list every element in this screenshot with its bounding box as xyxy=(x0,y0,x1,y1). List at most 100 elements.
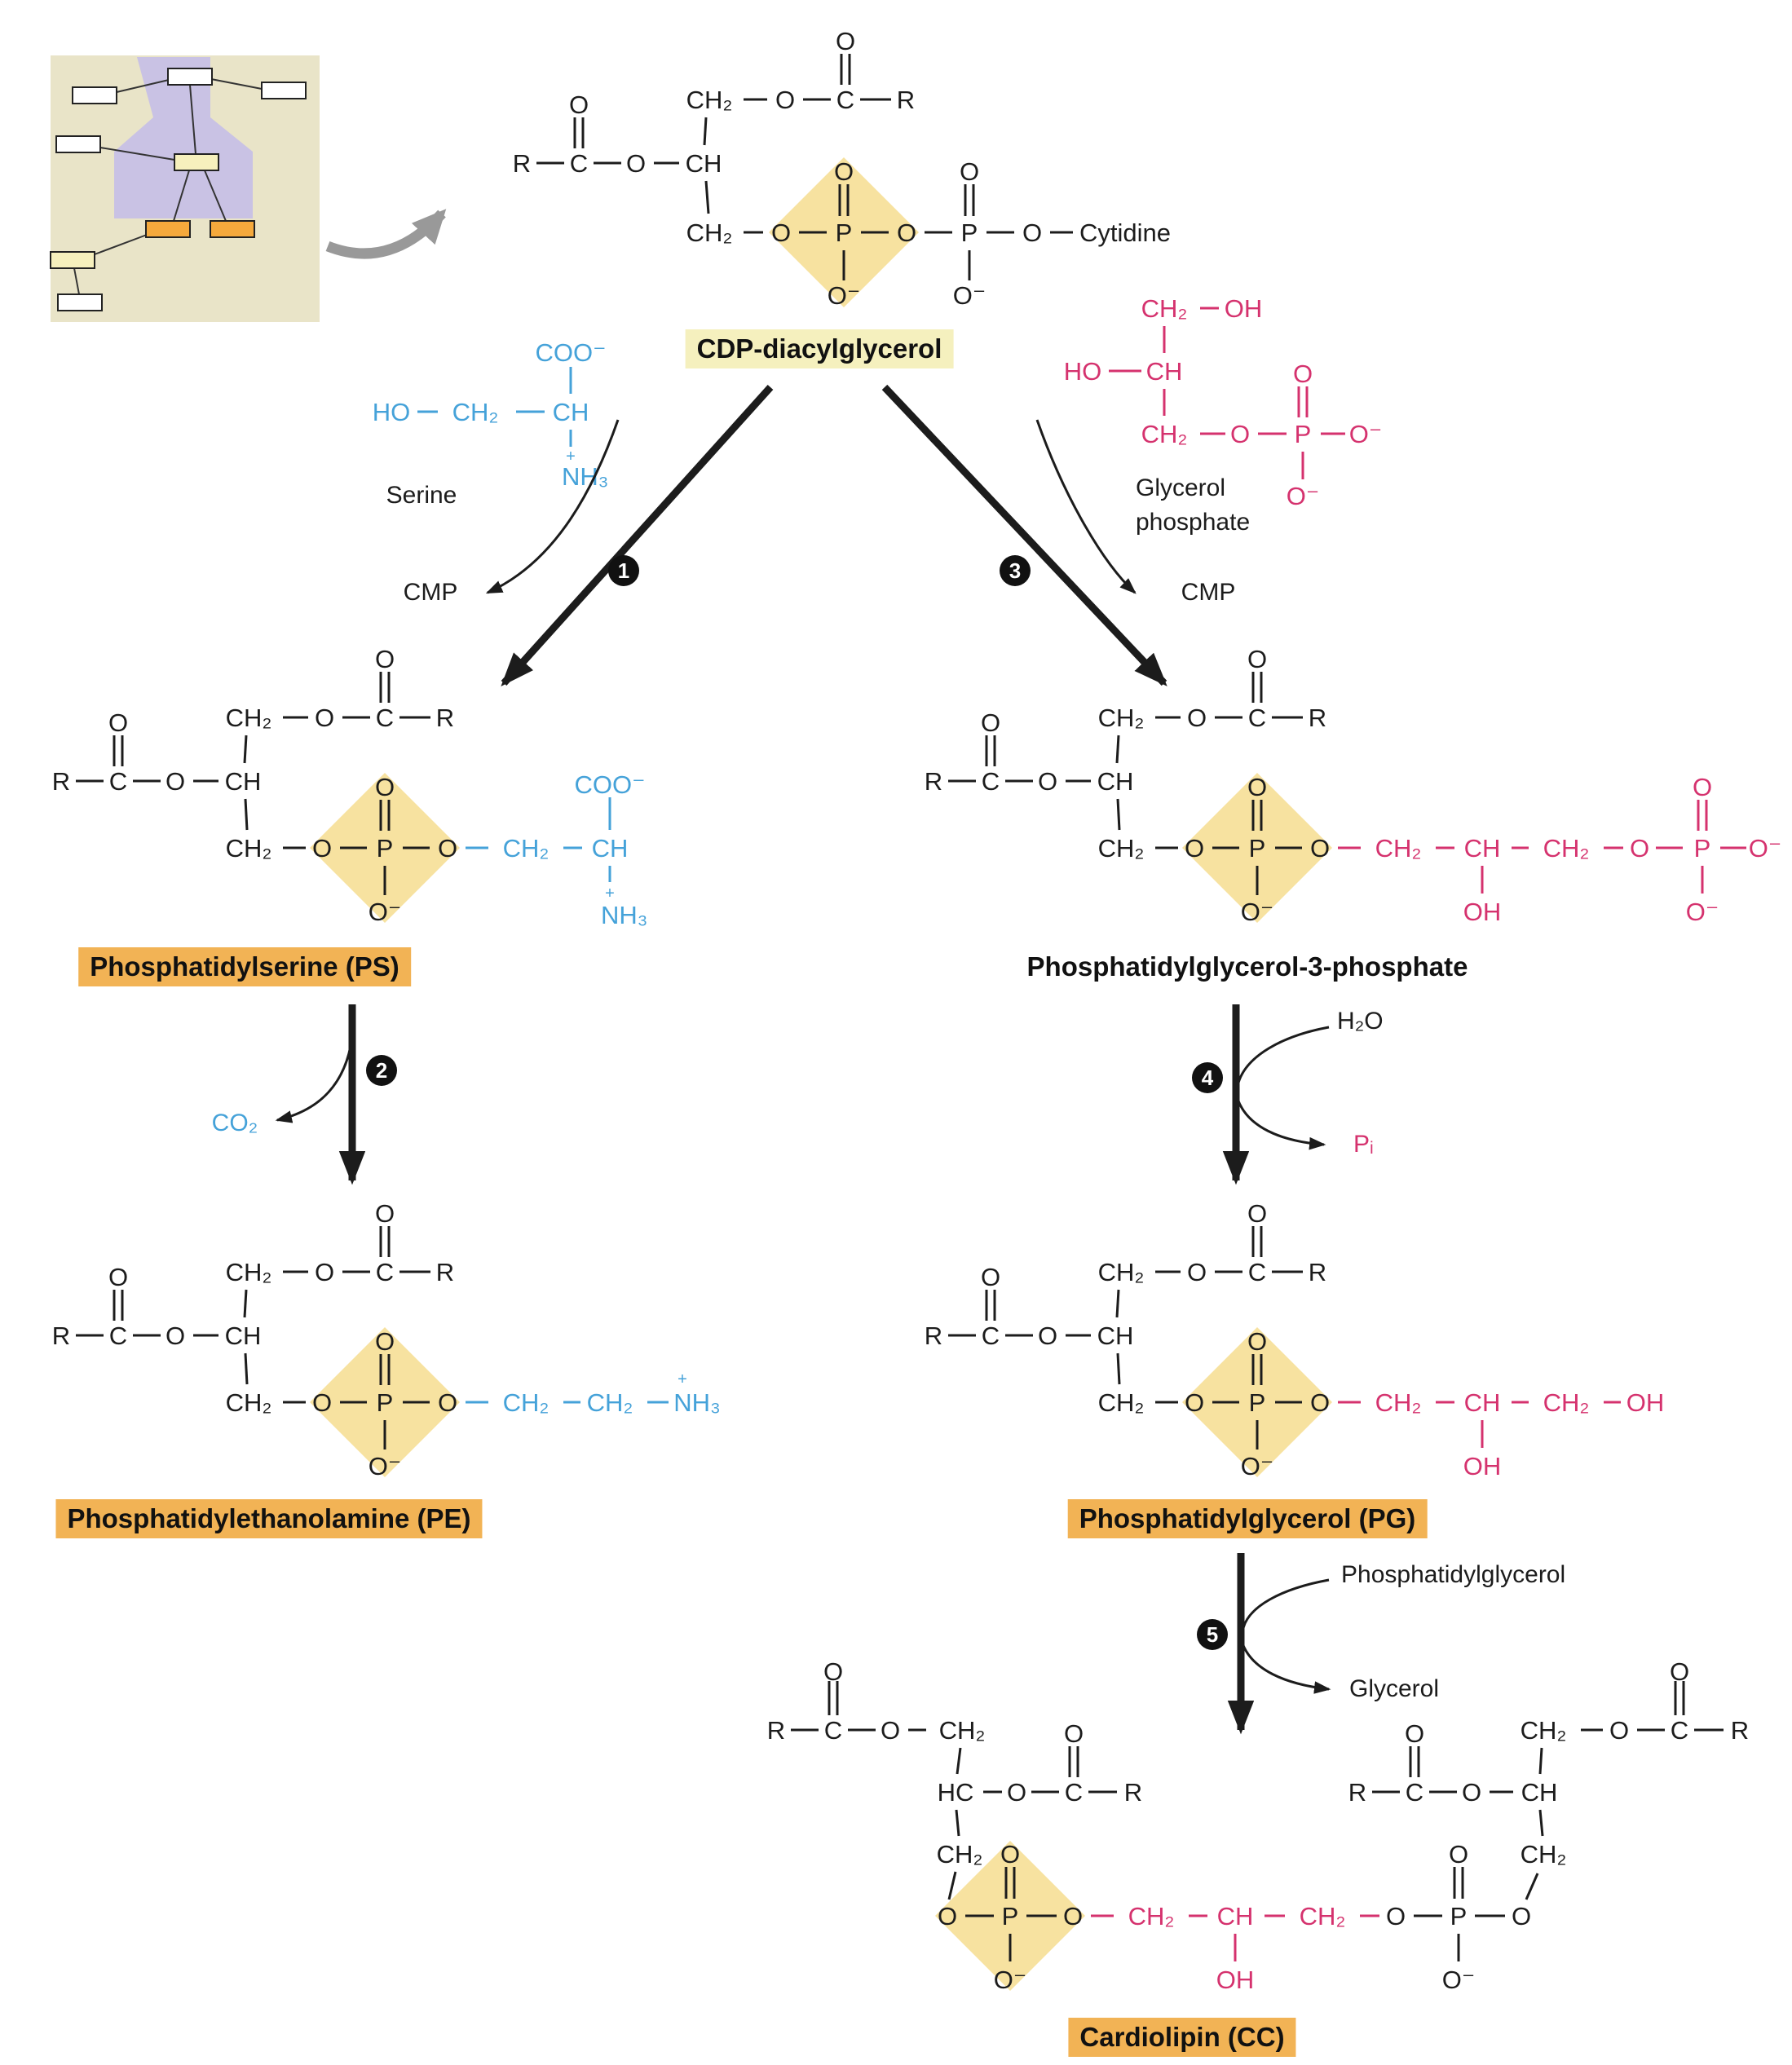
atom-label: C xyxy=(109,1322,127,1350)
atom-label: CH₂ xyxy=(1375,1388,1422,1417)
atom-label: O xyxy=(438,1388,457,1417)
phosphatidylglycerol-3-phosphate-label: Phosphatidylglycerol-3-phosphate xyxy=(1026,951,1468,982)
atom-label: O xyxy=(375,1199,395,1228)
atom-label: NH₃ xyxy=(673,1388,720,1417)
atom-label: O xyxy=(108,1263,128,1291)
co2-label: CO₂ xyxy=(211,1110,258,1136)
atom-label: CH₂ xyxy=(1375,834,1422,863)
atom-label: COO⁻ xyxy=(536,338,607,367)
atom-label: CH₂ xyxy=(1543,1388,1590,1417)
atom-label: CH₂ xyxy=(1128,1902,1175,1930)
atom-label: O⁻ xyxy=(1287,482,1319,510)
atom-label: O xyxy=(1187,704,1207,732)
atom-label: CH₂ xyxy=(1521,1840,1567,1869)
atom-label: P xyxy=(836,218,853,247)
bond xyxy=(956,1747,962,1775)
atom-label: P xyxy=(1249,834,1266,863)
atom-label: O xyxy=(1247,1199,1267,1228)
atom-label: O xyxy=(897,218,916,247)
atom-label: C xyxy=(376,1258,394,1286)
atom-label: + xyxy=(678,1370,687,1388)
atom-label: R xyxy=(436,1258,454,1286)
inset-pathway-node xyxy=(167,68,213,86)
atom-label: + xyxy=(605,885,615,902)
phosphate-diamond xyxy=(310,1327,460,1477)
inset-connector-line xyxy=(116,79,170,93)
atom-label: CH₂ xyxy=(1141,420,1188,448)
atom-label: O xyxy=(375,1327,395,1356)
atom-label: CH₂ xyxy=(1098,1388,1145,1417)
bond xyxy=(243,1289,248,1318)
atom-label: O xyxy=(1247,1327,1267,1356)
bond xyxy=(1538,1747,1543,1775)
atom-label: O⁻ xyxy=(828,281,860,310)
phosphate-diamond xyxy=(1182,1327,1332,1477)
glycerol-product-label: Glycerol xyxy=(1349,1675,1440,1702)
inset-connector-line xyxy=(99,147,175,161)
atom-label: CH₂ xyxy=(1098,1258,1145,1286)
atom-label: R xyxy=(897,86,915,114)
atom-label: CH₂ xyxy=(226,1388,272,1417)
transfer-curve-arrow xyxy=(1035,419,1137,594)
atom-label: R xyxy=(1309,704,1326,732)
atom-label: O xyxy=(1230,420,1250,448)
atom-label: CH xyxy=(1464,1388,1501,1417)
atom-label: COO⁻ xyxy=(575,770,646,799)
atom-label: C xyxy=(1406,1778,1423,1807)
step-badge-number: 4 xyxy=(1202,1066,1214,1090)
phosphate-diamond xyxy=(769,157,919,307)
cmp-left-label: CMP xyxy=(403,579,458,606)
phosphate-diamond xyxy=(1182,773,1332,923)
atom-label: CH₂ xyxy=(452,398,499,426)
bond xyxy=(243,735,248,764)
atom-label: Cytidine xyxy=(1079,218,1171,247)
atom-label: O xyxy=(1462,1778,1481,1807)
transfer-curve-arrow xyxy=(1236,1026,1330,1087)
atom-label: O xyxy=(1022,218,1042,247)
atom-label: O xyxy=(823,1657,843,1686)
atom-label: O xyxy=(166,1322,185,1350)
atom-label: R xyxy=(767,1716,785,1745)
inset-zoom-arrow xyxy=(325,209,447,259)
atom-label: O xyxy=(1293,360,1313,388)
atom-label: O xyxy=(1247,645,1267,673)
atom-label: R xyxy=(436,704,454,732)
atom-label: C xyxy=(1065,1778,1083,1807)
atom-label: CH₂ xyxy=(1543,834,1590,863)
atom-label: O xyxy=(1187,1258,1207,1286)
atom-label: NH₃ xyxy=(562,462,608,491)
atom-label: C xyxy=(982,1322,1000,1350)
bond xyxy=(1116,798,1121,831)
cardiolipin-label: Cardiolipin (CC) xyxy=(1068,2018,1296,2057)
atom-label: CH xyxy=(686,149,722,178)
atom-label: CH₂ xyxy=(503,1388,550,1417)
step-badge-circle xyxy=(608,555,639,586)
atom-label: CH xyxy=(1464,834,1501,863)
transfer-curve-arrow xyxy=(1241,1578,1330,1633)
atom-label: O xyxy=(981,708,1000,737)
atom-label: NH₃ xyxy=(601,901,647,929)
bond xyxy=(1525,1873,1539,1900)
atom-label: C xyxy=(1248,1258,1266,1286)
atom-label: R xyxy=(925,1322,942,1350)
atom-label: O xyxy=(1063,1902,1083,1930)
atom-label: R xyxy=(52,1322,70,1350)
atom-label: C xyxy=(376,704,394,732)
phosphate-diamond xyxy=(310,773,460,923)
atom-label: OH xyxy=(1216,1966,1255,1994)
atom-label: O xyxy=(775,86,795,114)
atom-label: C xyxy=(982,767,1000,796)
step-badge-circle xyxy=(366,1055,397,1086)
phosphatidylglycerol-label: Phosphatidylglycerol (PG) xyxy=(1067,1499,1428,1538)
inset-connector-line xyxy=(94,234,148,255)
atom-label: O⁻ xyxy=(1349,420,1382,448)
bond xyxy=(1115,1289,1120,1318)
atom-label: CH xyxy=(553,398,589,426)
atom-label: O xyxy=(836,27,855,55)
atom-label: + xyxy=(566,448,576,466)
atom-label: C xyxy=(570,149,588,178)
phosphatidylserine-label: Phosphatidylserine (PS) xyxy=(78,947,411,986)
atom-label: O xyxy=(569,90,589,119)
atom-label: O xyxy=(881,1716,900,1745)
h2o-label: H₂O xyxy=(1337,1008,1384,1035)
